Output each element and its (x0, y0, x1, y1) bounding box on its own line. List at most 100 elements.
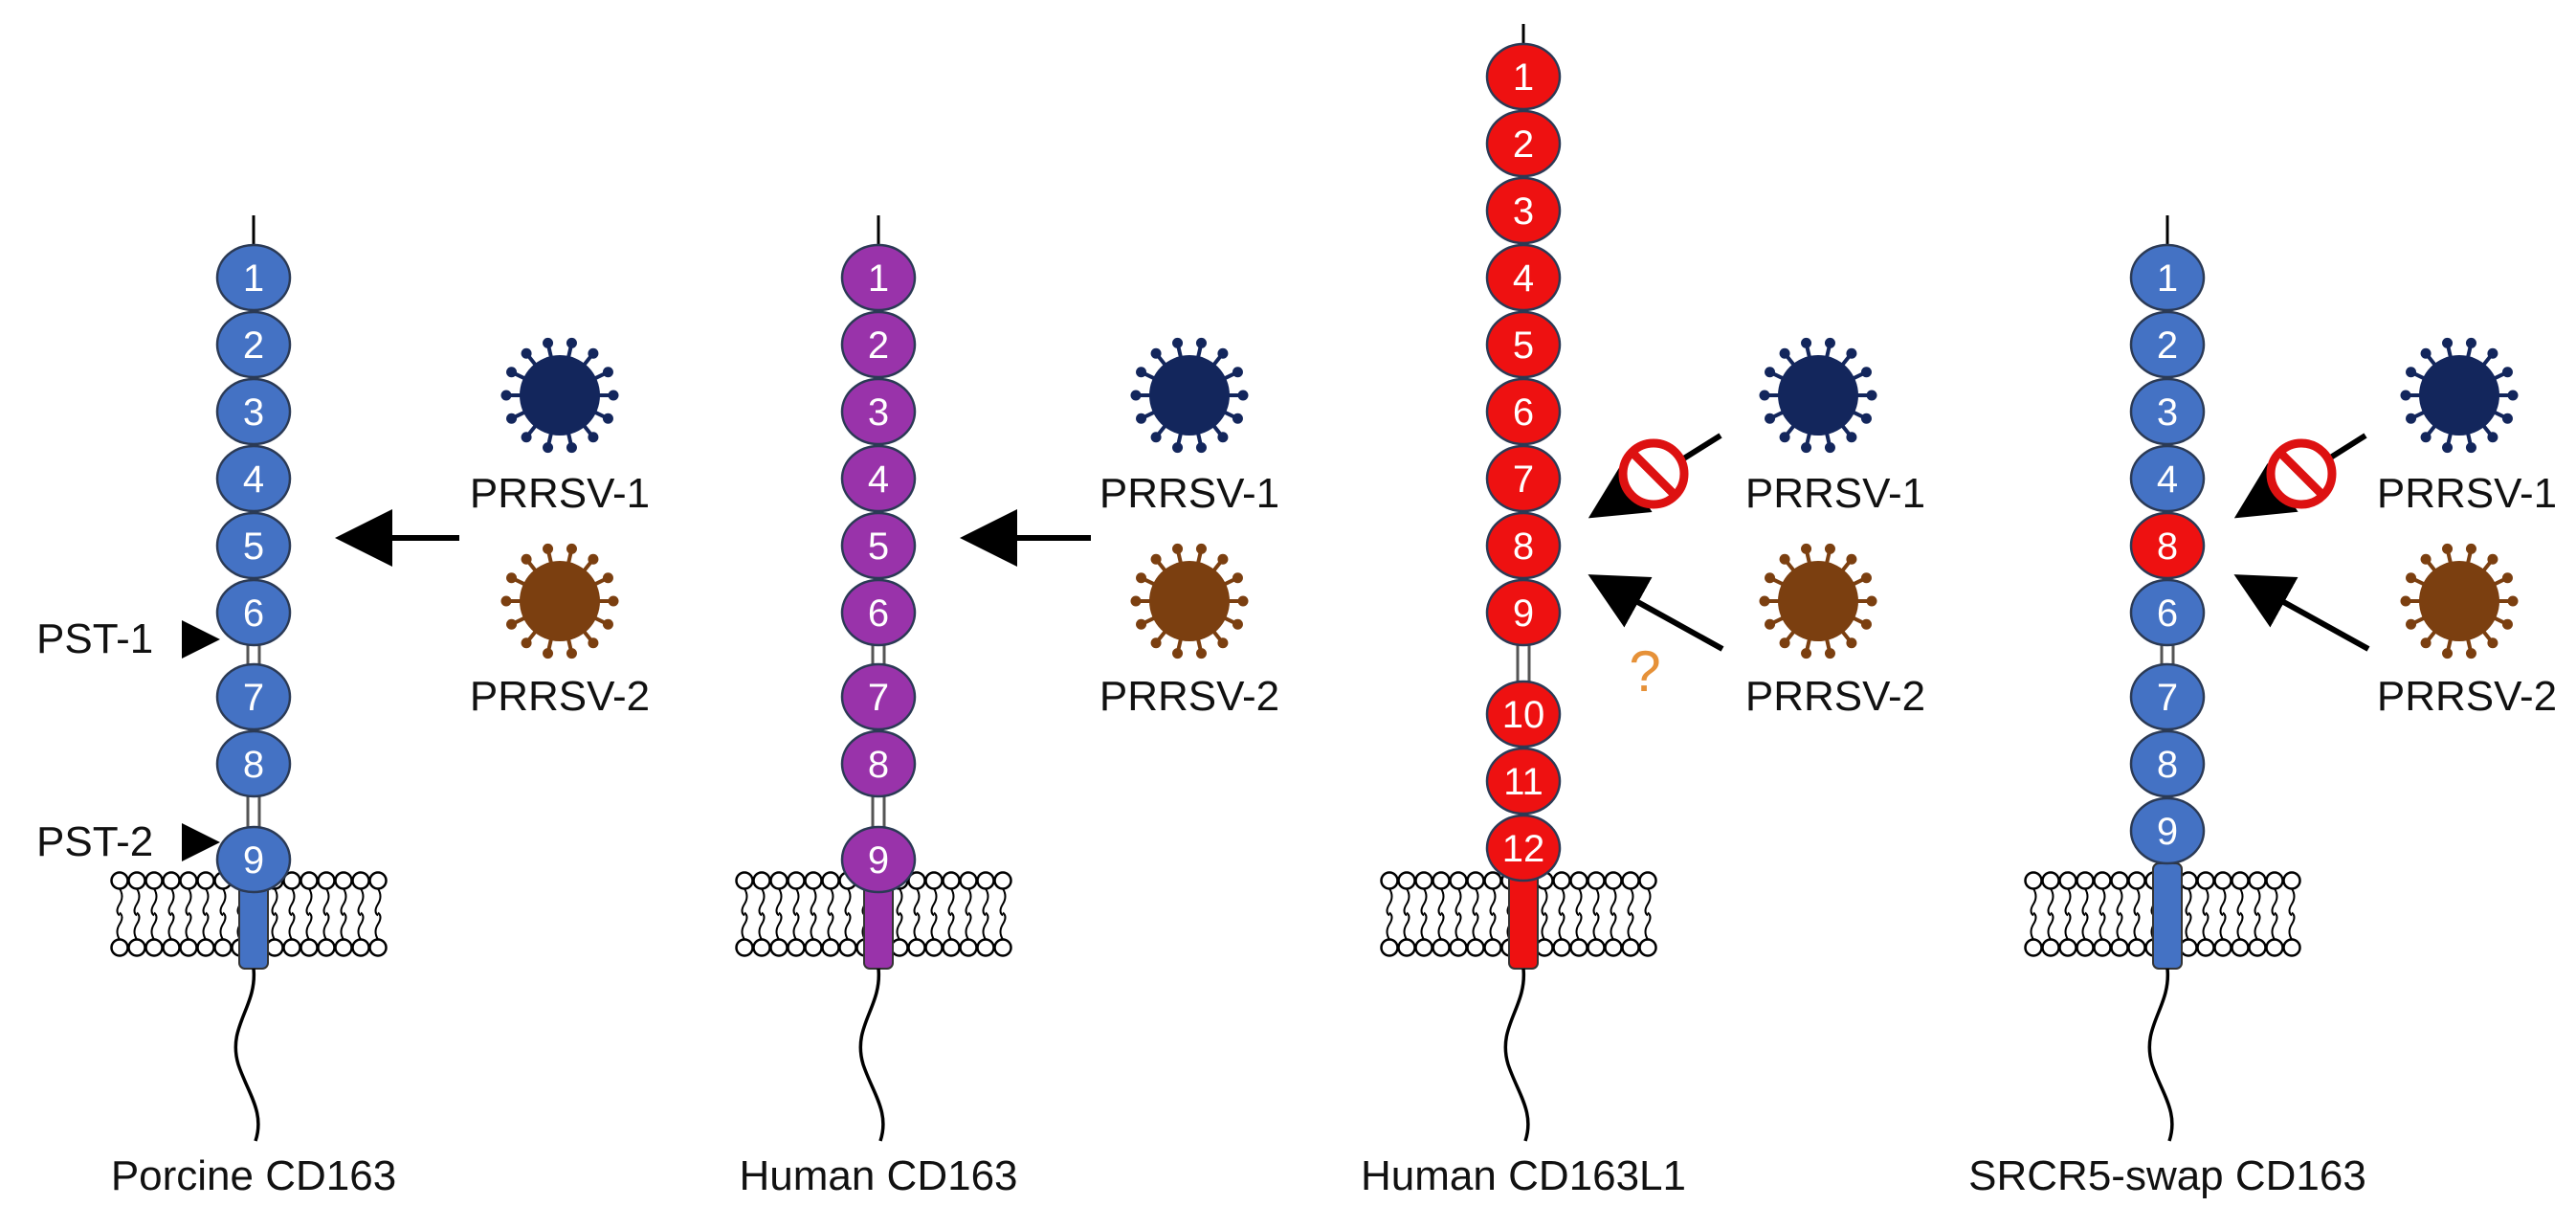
lipid-tail (374, 887, 382, 917)
lipid-head (735, 938, 754, 957)
lipid-head (127, 871, 146, 890)
lipid-tail (1592, 911, 1600, 941)
virus-capsid (1778, 355, 1858, 436)
srcr-domain-oval (2129, 310, 2206, 379)
lipid-head (2231, 871, 2250, 890)
lipid-head (2093, 938, 2112, 957)
prrsv-1-virus-icon (1759, 337, 1877, 454)
virus-spike-tip (588, 637, 599, 649)
virus-spike-tip (2507, 595, 2519, 607)
virus-spike-tip (602, 367, 613, 378)
lipid-head (838, 938, 857, 957)
lipid-head (959, 938, 978, 957)
lipid-tail (185, 911, 192, 941)
lipid-tail (1627, 887, 1634, 917)
lipid-tail (982, 887, 989, 917)
lipid-head (162, 938, 181, 957)
virus-spike-tip (2487, 553, 2498, 565)
virus-spike-tip (1846, 553, 1857, 565)
lipid-head (2248, 871, 2267, 890)
lipid-head (1449, 938, 1468, 957)
lipid-tail (116, 887, 123, 917)
srcr-domain-number: 2 (1513, 123, 1534, 166)
srcr-domain-oval (840, 578, 917, 647)
virus-spike-tip (521, 637, 532, 649)
lipid-tail (219, 911, 227, 941)
lipid-tail (1627, 911, 1634, 941)
virus-spike-tip (1846, 432, 1857, 443)
cytoplasmic-tail (1503, 968, 1530, 1142)
lipid-tail (2185, 887, 2192, 917)
lipid-head (196, 871, 215, 890)
lipid-tail (1644, 911, 1652, 941)
virus-spike-tip (1801, 648, 1812, 659)
srcr-domain: 1 (215, 243, 292, 312)
lipid-head (127, 938, 146, 957)
srcr-domain-number: 5 (868, 525, 889, 568)
virus-spike-tip (566, 337, 577, 348)
lipid-tail (982, 911, 989, 941)
virus-spike-tip (1195, 337, 1207, 348)
srcr-domain-oval (215, 662, 292, 731)
cytoplasmic-tail (858, 968, 885, 1142)
virus-spike-tip (1846, 347, 1857, 359)
pst-2-label: PST-2 (36, 818, 153, 865)
virus-spike-tip (1765, 413, 1776, 424)
lipid-head (1552, 871, 1571, 890)
srcr-domain: 6 (215, 578, 292, 647)
lipid-tail (965, 887, 972, 917)
lipid-tail (1472, 911, 1479, 941)
lipid-head (144, 938, 164, 957)
lipid-tail (2047, 887, 2054, 917)
virus-spike-tip (2442, 442, 2454, 454)
panel-title: Human CD163 (739, 1152, 1017, 1199)
prrsv-1-virus-icon (500, 337, 619, 454)
virus-spike-tip (1846, 637, 1857, 649)
lipid-tail (1610, 911, 1617, 941)
prrsv-1-virus-icon (1130, 337, 1249, 454)
virus-spike-tip (566, 442, 577, 454)
virus-spike-tip (1824, 648, 1835, 659)
srcr-domain: 11 (1485, 747, 1562, 816)
srcr-domain: 8 (2129, 729, 2206, 798)
lipid-head (735, 871, 754, 890)
srcr-domain: 7 (215, 662, 292, 731)
lipid-head (959, 871, 978, 890)
virus-spike-tip (521, 347, 532, 359)
virus-spike-tip (566, 648, 577, 659)
lipid-head (1414, 938, 1433, 957)
virus-spike-tip (1150, 553, 1162, 565)
virus-spike-tip (1217, 637, 1229, 649)
srcr-domain-number: 3 (868, 391, 889, 434)
srcr-domain: 7 (1485, 444, 1562, 513)
virus-spike-tip (2406, 367, 2417, 378)
virus-spike-tip (2487, 347, 2498, 359)
srcr-domain-number: 12 (1502, 828, 1545, 870)
virus-spike-tip (1150, 432, 1162, 443)
virus-spike-tip (1866, 595, 1877, 607)
srcr-domain-number: 5 (1513, 324, 1534, 367)
lipid-tail (741, 911, 748, 941)
srcr-domain: 3 (215, 377, 292, 446)
virus-spike-tip (506, 367, 518, 378)
binding-arrow (2233, 574, 2370, 652)
virus-spike-tip (2442, 648, 2454, 659)
srcr-domain: 7 (2129, 662, 2206, 731)
lipid-head (300, 938, 319, 957)
lipid-tail (1575, 911, 1583, 941)
srcr-domain: 9 (215, 825, 292, 894)
cytoplasmic-tail (2147, 968, 2174, 1142)
srcr-domain-oval (1485, 578, 1562, 647)
virus-spike-tip (1172, 442, 1184, 454)
srcr-domain-oval (840, 377, 917, 446)
srcr-domain: 4 (2129, 444, 2206, 513)
virus-spike-tip (2442, 543, 2454, 554)
prrsv-1-label: PRRSV-1 (470, 470, 650, 517)
virus-spike-tip (608, 595, 619, 607)
lipid-head (368, 871, 388, 890)
virus-spike-tip (1150, 637, 1162, 649)
lipid-tail (357, 887, 365, 917)
